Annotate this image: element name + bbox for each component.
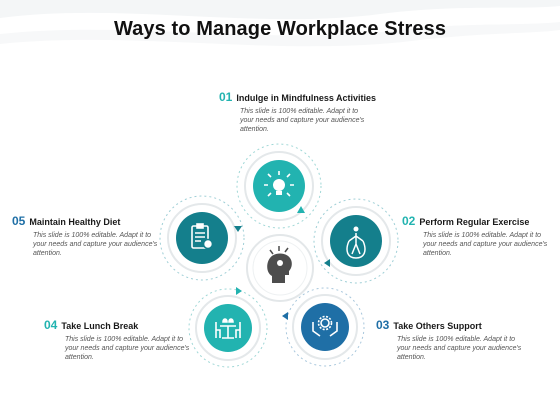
arrow-icon [324,259,330,267]
node-01 [236,143,322,229]
item-description: This slide is 100% editable. Adapt it to… [240,108,365,133]
background-wave [0,0,560,47]
item-number: 04 [44,318,58,332]
node-04 [188,288,268,368]
diet-checklist-icon [191,223,214,250]
hands-gear-icon [312,315,338,337]
center-node [246,234,314,302]
arrow-icon [234,226,242,232]
item-label: Take Others Support [393,321,482,331]
arrow-icon [282,312,288,320]
lunch-table-icon [215,318,241,339]
item-label: Take Lunch Break [61,321,139,331]
node-02 [313,198,399,284]
page-title: Ways to Manage Workplace Stress [113,18,447,40]
item-description: This slide is 100% editable. Adapt it to… [65,336,190,361]
node-05 [159,195,245,281]
arrow-icon [297,206,305,213]
item-number: 05 [12,214,26,228]
item-number: 01 [219,90,233,104]
item-number: 02 [402,214,416,228]
item-label: Perform Regular Exercise [419,217,530,227]
cycle-arrows [234,206,330,320]
node-03 [285,287,365,367]
item-description: This slide is 100% editable. Adapt it to… [397,336,522,361]
item-number: 03 [376,318,390,332]
jump-rope-icon [346,226,366,259]
arrow-icon [236,287,242,295]
item-label: Indulge in Mindfulness Activities [236,93,377,103]
stressed-head-icon [267,246,292,283]
item-description: This slide is 100% editable. Adapt it to… [423,232,548,257]
brain-idea-icon [264,171,294,197]
item-label: Maintain Healthy Diet [29,217,121,227]
item-description: This slide is 100% editable. Adapt it to… [33,232,158,257]
